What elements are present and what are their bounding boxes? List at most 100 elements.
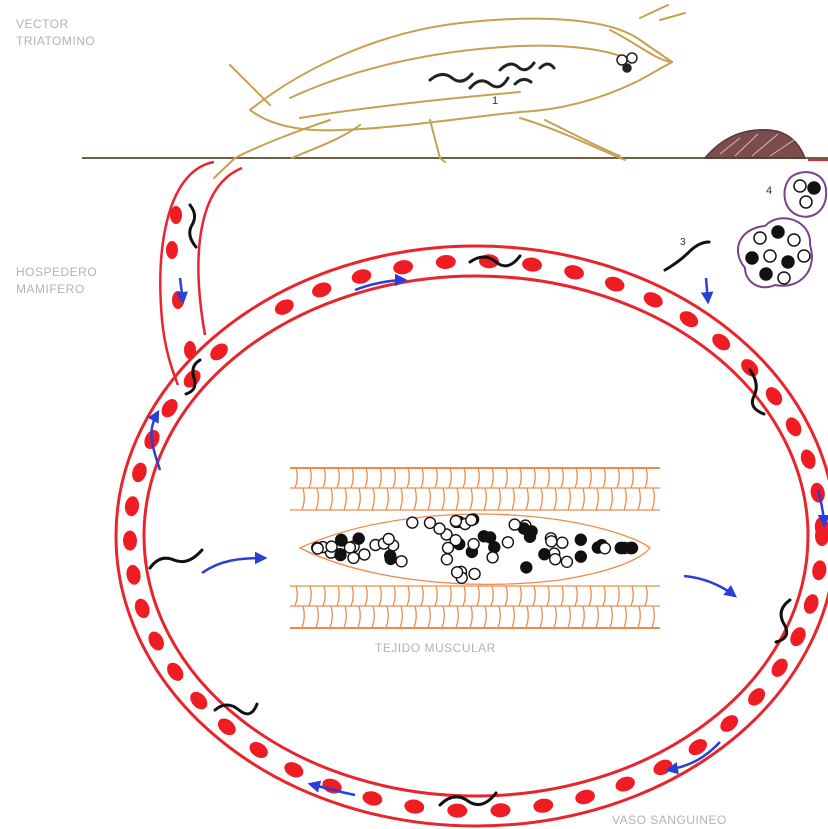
muscle-fibre <box>575 586 577 606</box>
muscle-fibre <box>547 586 549 606</box>
amastigote <box>468 539 479 550</box>
muscle-fibre <box>540 606 542 628</box>
muscle-fibre <box>568 606 570 628</box>
muscle-fibre <box>309 586 311 606</box>
muscle-fibre <box>484 606 486 628</box>
blood-cell <box>403 798 425 815</box>
muscle-fibre <box>477 468 479 488</box>
amastigote-nest <box>312 514 638 583</box>
amastigote <box>450 516 461 527</box>
amastigote <box>502 537 513 548</box>
amastigote <box>754 232 766 244</box>
blood-cell <box>170 206 182 224</box>
vessel-label: VASO SANGUINEO <box>612 812 727 829</box>
muscle-fibre <box>631 586 633 606</box>
muscle-fibre <box>484 488 486 510</box>
blood-cell <box>125 564 142 586</box>
muscle-fibre <box>568 488 570 510</box>
muscle-fibre <box>344 606 346 628</box>
blood-cell <box>745 685 769 709</box>
blood-cell <box>447 803 468 818</box>
amastigote <box>521 562 532 573</box>
muscle-fibre <box>589 468 591 488</box>
muscle-fibre <box>561 586 563 606</box>
amastigote <box>526 526 537 537</box>
amastigote <box>746 252 758 264</box>
muscle-fibre <box>372 606 374 628</box>
amastigote <box>452 567 463 578</box>
muscle-fibre <box>372 488 374 510</box>
blood-cell <box>709 330 733 353</box>
infected-cell-marker: 4 <box>766 185 772 197</box>
muscle-fibre <box>554 488 556 510</box>
blood-cell <box>164 660 187 684</box>
muscle-fibre <box>526 606 528 628</box>
muscle-fibre <box>456 488 458 510</box>
blood-cell <box>215 715 239 739</box>
amastigote <box>434 523 445 534</box>
muscle-fibre <box>302 488 304 510</box>
muscle-fibre <box>645 468 647 488</box>
muscle-fibre <box>638 606 640 628</box>
blood-cell <box>166 241 178 259</box>
muscle-fibre <box>554 606 556 628</box>
muscle-fibre <box>505 586 507 606</box>
vector-label-line1: VECTOR <box>16 16 95 33</box>
muscle-fibre <box>400 606 402 628</box>
blood-cell <box>282 759 306 780</box>
muscle-fibre <box>295 468 297 488</box>
muscle-fibre <box>449 586 451 606</box>
muscle-fibre <box>512 606 514 628</box>
muscle-fibre <box>512 488 514 510</box>
amastigote <box>312 543 323 554</box>
muscle-fibre <box>379 468 381 488</box>
muscle-fibre <box>323 586 325 606</box>
muscle-fibre <box>470 488 472 510</box>
muscle-fibre <box>477 586 479 606</box>
blood-cell <box>247 739 271 762</box>
blood-cell <box>361 789 384 807</box>
muscle-fibre <box>421 586 423 606</box>
vector-label: VECTOR TRIATOMINO <box>16 16 95 50</box>
blood-cell <box>738 356 762 380</box>
muscle-fibre <box>421 468 423 488</box>
amastigote <box>469 568 480 579</box>
amastigote <box>550 554 561 565</box>
muscle-fibre <box>309 468 311 488</box>
muscle-fibre <box>533 468 535 488</box>
muscle-fibre <box>603 586 605 606</box>
muscle-fibre <box>386 488 388 510</box>
muscle-fibre <box>498 488 500 510</box>
insect-body-marker: 1 <box>492 95 498 107</box>
muscle-fibre <box>596 606 598 628</box>
blood-cell <box>123 530 137 550</box>
vessel-entry-channel <box>160 162 242 385</box>
muscle-fibre <box>414 606 416 628</box>
blood-cell <box>490 803 511 818</box>
vessel-trypomastigotes <box>150 205 790 805</box>
muscle-fibre <box>393 468 395 488</box>
muscle-fibre <box>358 488 360 510</box>
amastigote <box>359 549 370 560</box>
amastigote <box>353 533 364 544</box>
muscle-fibre <box>400 488 402 510</box>
amastigote <box>561 556 572 567</box>
blood-cell <box>762 384 785 408</box>
blood-vessel <box>116 246 828 826</box>
trypomastigote-marker: 3 <box>680 237 686 248</box>
muscle-fibre <box>617 586 619 606</box>
muscle-fibre <box>624 606 626 628</box>
muscle-fibre <box>407 468 409 488</box>
blood-cell <box>677 308 701 330</box>
muscle-fibre <box>540 488 542 510</box>
blood-cell <box>811 559 828 581</box>
amastigote <box>407 517 418 528</box>
amastigote <box>478 531 489 542</box>
blood-cell <box>132 597 152 620</box>
muscle-fibre <box>316 488 318 510</box>
host-label: HOSPEDERO MAMIFERO <box>16 264 97 298</box>
muscle-fibre <box>596 488 598 510</box>
insect-head-cells <box>617 53 637 72</box>
muscle-fibre <box>652 488 654 510</box>
